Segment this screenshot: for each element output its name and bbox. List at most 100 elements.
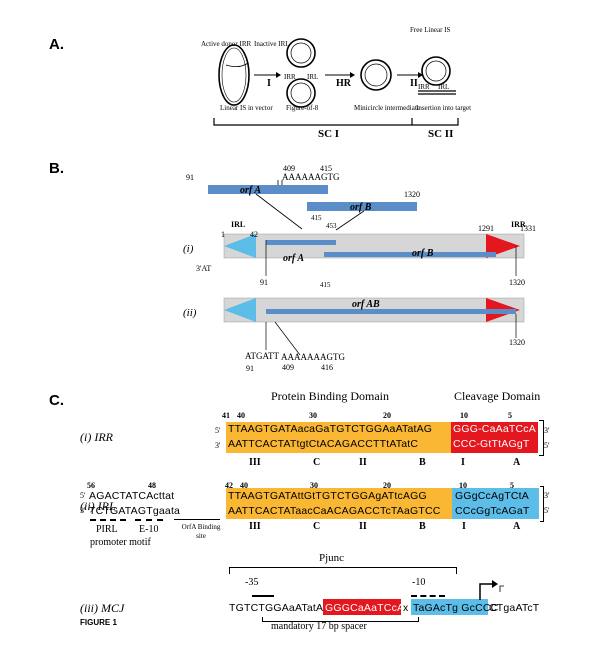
irl-n10: 10	[459, 481, 467, 490]
m10-label: -10	[412, 577, 426, 588]
irr-5p-top: 5'	[215, 426, 221, 435]
b-pos-1: 1	[221, 230, 225, 239]
b-pos-415-i: 415	[320, 281, 331, 289]
orfa-line	[174, 519, 220, 520]
irl-pre-bot: TCTGATAGTgaata	[89, 505, 181, 517]
irl-n56: 56	[87, 481, 95, 490]
fig8-irl: IRL	[307, 73, 319, 81]
irl-top-yellow: TTAAGTGATAttGtTGTCTGGAgATtcAGG	[228, 490, 427, 502]
irr-box-I: I	[461, 457, 465, 468]
irr-bot-yellow: AATTCACTATtgtCtACAGACCTTtATatC	[228, 438, 419, 450]
mcj-blue-box	[411, 599, 488, 615]
b-row-ii: (ii)	[183, 307, 197, 319]
irl-n48: 48	[148, 481, 156, 490]
orf-a-row-i: orf A	[283, 253, 305, 264]
b-pos-416: 416	[321, 363, 333, 372]
irl-box-C: C	[313, 521, 321, 532]
tss-arrow-icon	[479, 580, 504, 600]
pirl-label: PIRL	[96, 524, 118, 535]
irl-bot-blue: CCcGgTcAGaT	[455, 505, 530, 517]
mcj-seq-x: x	[403, 602, 409, 614]
b-pos-1291: 1291	[478, 224, 494, 233]
irr-n10: 10	[460, 411, 468, 420]
b-pos-415: 415	[320, 164, 332, 173]
irr-n41: 41	[222, 411, 230, 420]
irl-top-blue: GGgCcAgTCtA	[455, 490, 529, 502]
b-pos-1331: 1331	[520, 224, 536, 233]
spacer-label: mandatory 17 bp spacer	[271, 621, 367, 632]
b-row-i: (i)	[183, 243, 194, 255]
irl-n20: 20	[383, 481, 391, 490]
b-irr: IRR	[511, 220, 526, 229]
b-irl: IRL	[231, 220, 246, 229]
b-pos-1320-ii: 1320	[509, 338, 525, 347]
b-pos-409: 409	[283, 164, 295, 173]
step-hr-label: HR	[336, 78, 351, 89]
mcj-seq-blue: TaGAcTg GcCCC	[413, 602, 499, 614]
b-pos-1320-top: 1320	[404, 190, 420, 199]
orf-ab: orf AB	[352, 299, 380, 310]
linear-is-label: Linear IS in vector	[220, 104, 273, 112]
irl-box-III: III	[249, 521, 261, 532]
irr-3p-top: 3'	[544, 426, 550, 435]
b-pos-1320-i: 1320	[509, 278, 525, 287]
irr-top-red: GGG-CaAaTCcA	[453, 423, 536, 435]
irr-box-C: C	[313, 457, 321, 468]
b-seq-bottom: AAAAAAAGTG	[281, 352, 345, 362]
figure-label: FIGURE 1	[80, 618, 117, 627]
b-pos-91-i: 91	[260, 278, 268, 287]
irl-5p-bot: 5'	[544, 506, 550, 515]
orfa-binding-label: OrfA Binding site	[181, 523, 221, 540]
panel-a-label: A.	[49, 36, 64, 53]
b-atg: ATGATT	[245, 351, 279, 361]
sc2-label: SC II	[428, 128, 454, 140]
irl-n40: 40	[240, 481, 248, 490]
free-irl: IRL	[438, 83, 450, 91]
b-pos-415-small: 415	[311, 214, 322, 222]
free-linear-label: Free Linear IS	[410, 26, 451, 34]
irr-n20: 20	[383, 411, 391, 420]
irl-bot-yellow: AATTCACTATaacCaACAGACCTcTAaGTCC	[228, 505, 441, 517]
irr-bot-red: CCC-GtTtAGgT	[453, 438, 530, 450]
step-ii-label: II	[410, 78, 418, 89]
irr-yellow-box	[226, 422, 451, 453]
orf-a-top: orf A	[240, 185, 262, 196]
e10-label: E-10	[139, 524, 159, 535]
mcj-row-label: (iii) MCJ	[80, 601, 125, 615]
minicircle-label: Minicircle intermediate	[354, 104, 420, 112]
irl-n5: 5	[510, 481, 514, 490]
free-irr: IRR	[418, 83, 430, 91]
orf-b-row-i: orf B	[412, 248, 434, 259]
pirl-dash-1	[90, 519, 126, 521]
step-i-label: I	[267, 78, 271, 89]
b-pos-42: 42	[250, 230, 258, 239]
b-pos-409-ii: 409	[282, 363, 294, 372]
mcj-red-box	[323, 599, 401, 615]
irr-box-II: II	[359, 457, 367, 468]
insertion-label: Insertion into target	[416, 104, 472, 112]
b-three-at: 3'AT	[196, 264, 212, 273]
b-pos-91-ii: 91	[246, 364, 254, 373]
irr-n40: 40	[237, 411, 245, 420]
panel-b-label: B.	[49, 160, 64, 177]
spacer-bracket	[262, 617, 419, 622]
irl-3p-top: 3'	[544, 491, 550, 500]
irl-n30: 30	[310, 481, 318, 490]
irr-box-B: B	[419, 457, 426, 468]
sc1-label: SC I	[318, 128, 340, 140]
panel-a-diagram	[213, 38, 459, 126]
irr-n30: 30	[309, 411, 317, 420]
b-pos-91: 91	[186, 173, 194, 182]
promoter-motif-label: promoter motif	[90, 537, 151, 548]
b-pos-453: 453	[326, 222, 337, 230]
panel-b-diagram	[208, 180, 525, 356]
mcj-seq-red: GGGCaAaTCcA	[325, 602, 405, 614]
irr-5p-bot: 5'	[544, 441, 550, 450]
irl-yellow-box	[226, 488, 452, 519]
irr-box-III: III	[249, 457, 261, 468]
irr-n5: 5	[508, 411, 512, 420]
irr-bracket	[539, 420, 544, 456]
irl-box-B: B	[419, 521, 426, 532]
m35-label: -35	[245, 577, 259, 588]
